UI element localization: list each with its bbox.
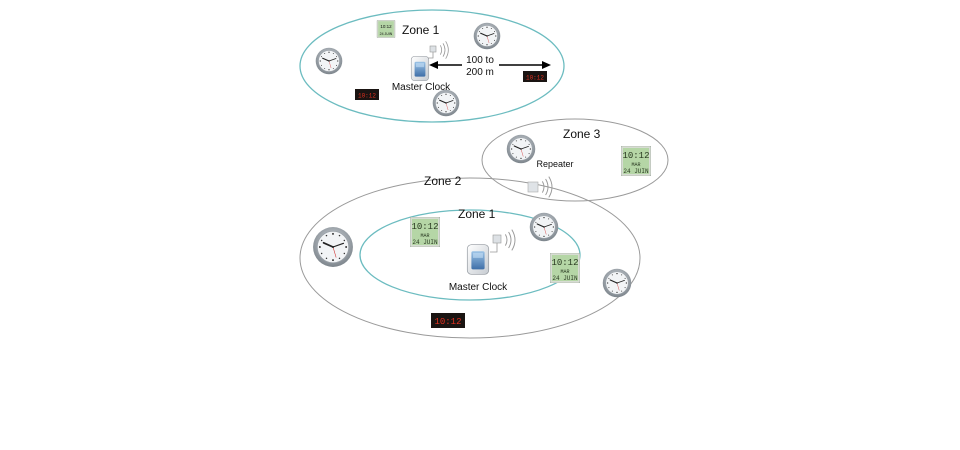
bottom-diagram: Zone 3 Zone 2 Zone 1 Repeater 10:12 MAR …: [299, 118, 669, 339]
master-clock-label-top: Master Clock: [392, 82, 451, 93]
zone1-boundary: [359, 209, 581, 301]
lcd-clock: 10:12 MAR 24 JUIN: [550, 253, 580, 283]
master-clock-icon: [466, 244, 490, 275]
distance-label-line1: 100 to: [466, 55, 494, 66]
svg-text:10:12: 10:12: [411, 222, 438, 232]
svg-text:MAR: MAR: [631, 162, 640, 168]
led-clock: 10:12: [355, 89, 379, 100]
svg-text:MAR: MAR: [420, 233, 429, 239]
analog-clock-icon: [473, 22, 501, 50]
analog-clock-icon: [315, 47, 343, 75]
led-clock: 10:12: [431, 313, 465, 328]
analog-clock-icon: [432, 89, 460, 117]
svg-text:24 JUIN: 24 JUIN: [412, 239, 438, 246]
lcd-date-text: 24 JUIN: [380, 32, 393, 36]
zone1-label-bottom: Zone 1: [458, 207, 496, 221]
analog-clock-icon: [602, 268, 632, 298]
zone3-label: Zone 3: [563, 127, 601, 141]
svg-text:10:12: 10:12: [526, 75, 544, 82]
svg-text:10:12: 10:12: [622, 151, 649, 161]
repeater-label: Repeater: [536, 159, 573, 169]
zone3-boundary: [481, 118, 669, 202]
svg-text:10:12: 10:12: [434, 317, 461, 327]
lcd-clock: 10:12 MAR 24 JUIN: [621, 146, 651, 176]
repeater-icon: [527, 181, 539, 193]
lcd-clock: 10:12 24 JUIN: [376, 20, 396, 38]
radio-waves-icon: [439, 40, 449, 60]
analog-clock-icon: [506, 134, 536, 164]
led-clock: 10:12: [523, 71, 547, 82]
distance-label-line2: 200 m: [466, 67, 494, 78]
svg-text:10:12: 10:12: [551, 258, 578, 268]
zone2-boundary: [299, 177, 641, 339]
svg-text:24 JUIN: 24 JUIN: [623, 168, 649, 175]
analog-clock-icon: [312, 226, 354, 268]
svg-text:10:12: 10:12: [358, 93, 376, 100]
antenna-icon: [492, 234, 502, 244]
zone1-boundary: [299, 9, 565, 123]
antenna-icon: [429, 45, 437, 53]
radio-waves-icon: [504, 229, 516, 251]
lcd-time-text: 10:12: [380, 24, 392, 29]
zone1-label-top: Zone 1: [402, 23, 440, 37]
analog-clock-icon: [529, 212, 559, 242]
svg-text:24 JUIN: 24 JUIN: [552, 275, 578, 282]
svg-text:MAR: MAR: [560, 269, 569, 275]
distance-arrow: [429, 61, 551, 69]
zone2-label: Zone 2: [424, 174, 462, 188]
master-clock-icon: [410, 55, 430, 82]
lcd-clock: 10:12 MAR 24 JUIN: [410, 217, 440, 247]
top-diagram: 10:12 24 JUIN Zone 1 10:12 10:12 Master …: [299, 9, 565, 123]
master-clock-label-bottom: Master Clock: [449, 282, 508, 293]
